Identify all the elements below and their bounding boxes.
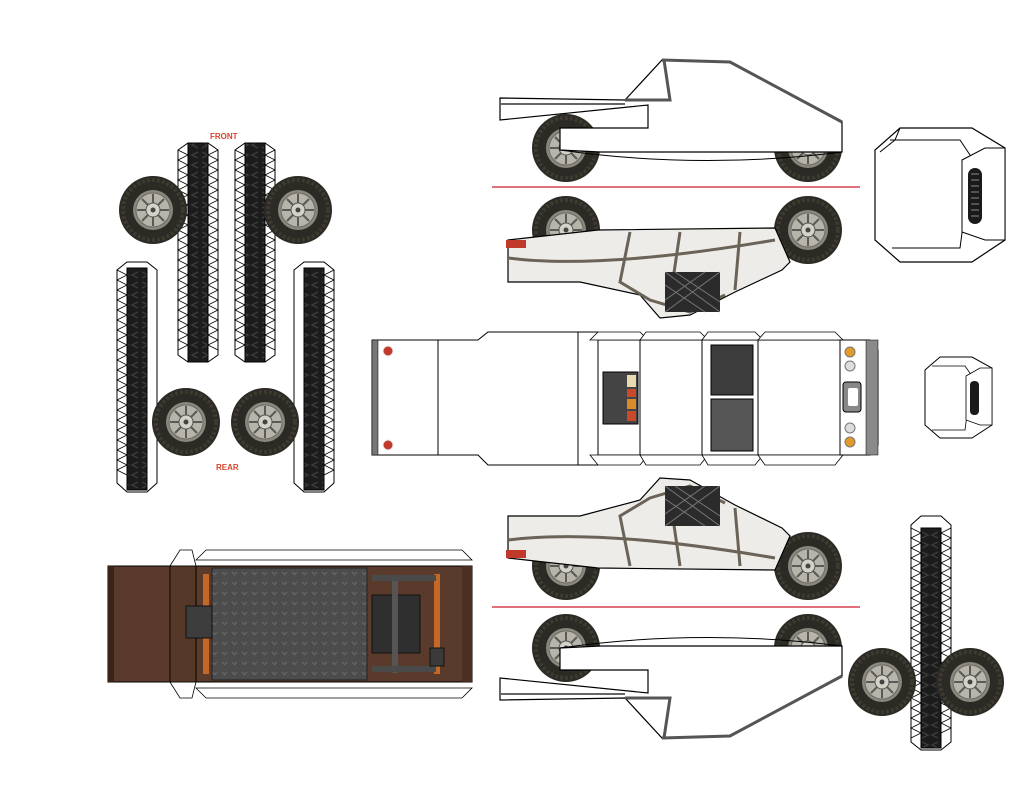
body-side-top	[499, 58, 844, 184]
floor-panel	[107, 549, 473, 699]
rear-wheel-right	[229, 386, 301, 458]
body-top-panel	[371, 331, 879, 466]
front-tread-strip-right	[234, 142, 276, 363]
body-side-lower-frame	[506, 477, 844, 602]
cab-front-piece	[874, 127, 1006, 263]
spare-wheel-right	[934, 646, 1006, 718]
front-wheel-left	[117, 174, 189, 246]
cab-small-piece	[924, 356, 993, 439]
body-side-upper-frame	[506, 194, 844, 319]
spare-tread-strip	[910, 515, 952, 751]
spare-wheel-left	[846, 646, 918, 718]
rear-tread-strip-right	[293, 261, 335, 493]
rear-tread-strip-left	[116, 261, 158, 493]
body-side-bottom	[499, 612, 844, 740]
rear-label: REAR	[216, 463, 239, 472]
front-label: FRONT	[210, 132, 238, 141]
front-tread-strip-left	[177, 142, 219, 363]
front-wheel-right	[262, 174, 334, 246]
rear-wheel-left	[150, 386, 222, 458]
